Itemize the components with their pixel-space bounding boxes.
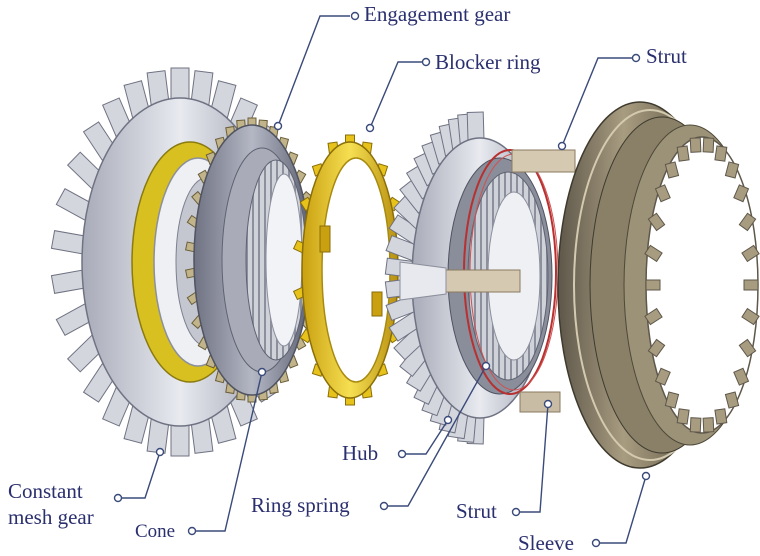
- sleeve-spline: [724, 161, 740, 179]
- label-engagement-gear: Engagement gear: [364, 2, 511, 26]
- sleeve-spline: [645, 279, 661, 291]
- sleeve-spline: [676, 408, 690, 425]
- sleeve-spline: [664, 161, 680, 179]
- sleeve-spline: [724, 391, 740, 409]
- label-hub: Hub: [342, 441, 379, 465]
- sleeve-spline: [647, 212, 666, 232]
- label-constant-mesh-gear: Constant mesh gear: [8, 479, 94, 529]
- label-strut-top: Strut: [646, 44, 687, 68]
- sleeve: [557, 101, 760, 469]
- sleeve-spline: [654, 367, 671, 386]
- label-ring-spring: Ring spring: [251, 493, 350, 517]
- gear-tooth: [170, 67, 190, 103]
- label-strut-bottom: Strut: [456, 499, 497, 523]
- sleeve-spline: [644, 244, 663, 263]
- sleeve-spline: [676, 145, 690, 162]
- sleeve-spline: [644, 307, 663, 326]
- sleeve-spline: [689, 417, 702, 433]
- label-cone: Cone: [135, 521, 176, 542]
- struts: [399, 149, 576, 413]
- sleeve-spline: [738, 212, 757, 232]
- sleeve-spline: [714, 408, 728, 425]
- sleeve-spline: [743, 279, 759, 291]
- sleeve-spline: [664, 391, 680, 409]
- sleeve-spline: [741, 307, 760, 326]
- sleeve-spline: [689, 137, 702, 153]
- sleeve-spline: [654, 184, 671, 203]
- sleeve-spline: [741, 244, 760, 263]
- label-sleeve: Sleeve: [518, 531, 574, 555]
- sleeve-spline: [733, 184, 750, 203]
- sleeve-spline: [714, 145, 728, 162]
- sleeve-spline: [647, 338, 666, 358]
- sleeve-spline: [702, 137, 715, 153]
- sleeve-spline: [738, 338, 757, 358]
- leader-lines: [113, 11, 651, 548]
- sleeve-spline: [702, 417, 715, 433]
- sleeve-spline: [733, 367, 750, 386]
- gear-tooth: [170, 421, 190, 457]
- label-blocker-ring: Blocker ring: [435, 50, 541, 74]
